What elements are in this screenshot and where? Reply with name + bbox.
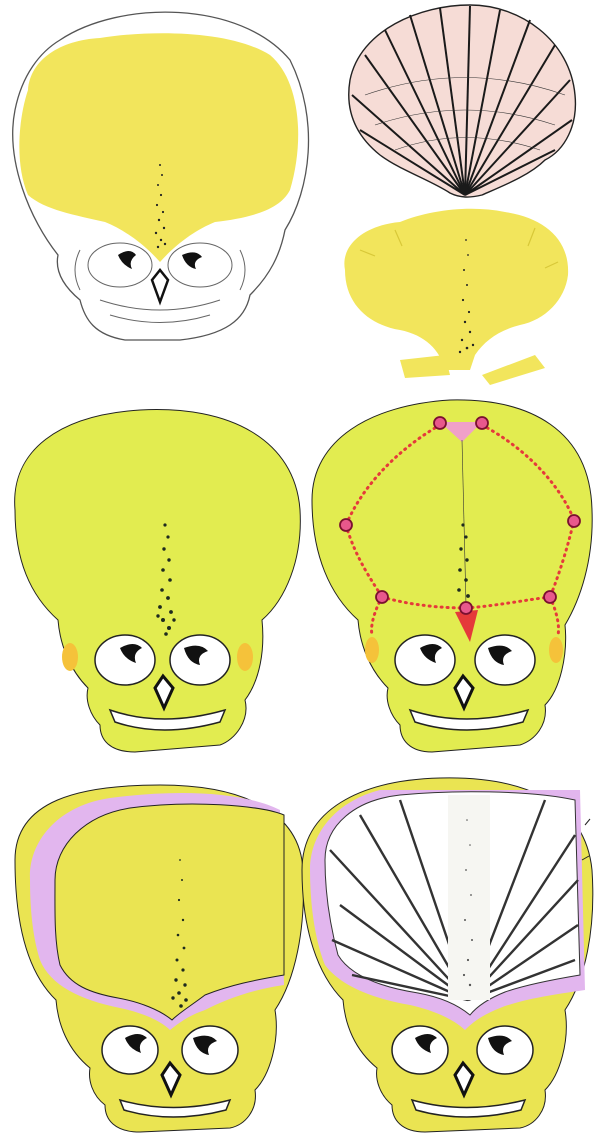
orange-patch-right xyxy=(237,643,253,671)
eye-socket-right xyxy=(475,635,535,685)
eye-socket-left xyxy=(95,635,155,685)
infant-skull-yellow xyxy=(15,410,301,752)
skull-lilac-layer xyxy=(15,785,303,1132)
skull-outline-frontal-bone xyxy=(13,12,309,340)
skull-body xyxy=(312,400,592,752)
frontal-bone-isolated xyxy=(344,209,568,385)
bone-fragment-right xyxy=(482,355,545,385)
infant-skull-suture-points xyxy=(312,400,592,752)
central-band xyxy=(448,795,490,1000)
eye-socket-right xyxy=(182,1026,238,1074)
skull-radiating-pattern xyxy=(302,778,593,1132)
eye-socket-left xyxy=(102,1026,158,1074)
eye-socket-right xyxy=(170,635,230,685)
bone-fragment-left xyxy=(400,355,450,378)
scallop-shell-drawing xyxy=(349,5,576,197)
eye-socket-right xyxy=(477,1026,533,1074)
eye-socket-left xyxy=(395,635,455,685)
orange-patch-left xyxy=(62,643,78,671)
eye-socket-left xyxy=(392,1026,448,1074)
skull-body xyxy=(15,410,301,752)
frontal-bone-shape xyxy=(344,209,568,370)
